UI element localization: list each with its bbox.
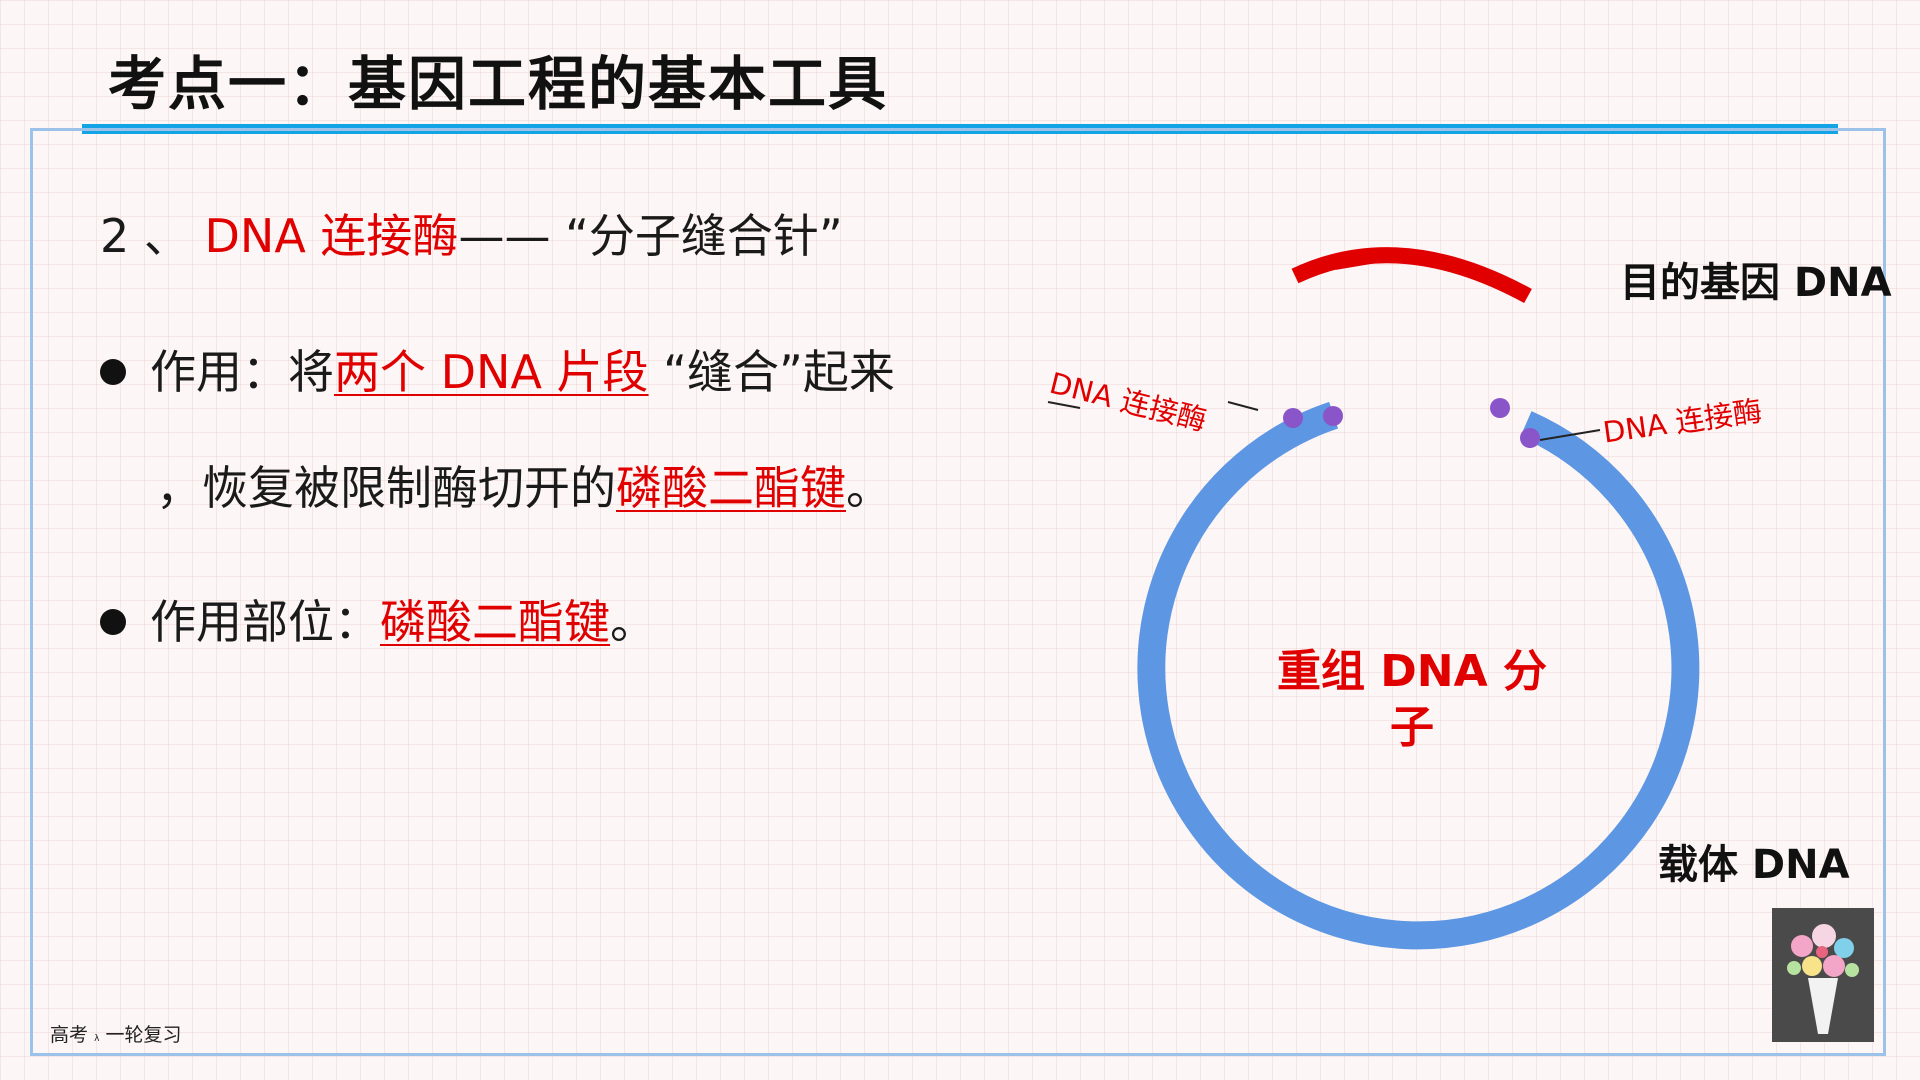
section-number: 2 、 <box>100 209 190 263</box>
ligase-right-pointer-line <box>1539 429 1601 441</box>
page-title: 考点一：基因工程的基本工具 <box>108 50 889 118</box>
target-gene-dna-overhang <box>1334 249 1401 270</box>
site-label: 作用部位： <box>150 595 380 649</box>
ligase-left-pointer-line <box>1227 401 1259 411</box>
function-label: 作用：将 <box>150 345 334 399</box>
enzyme-nickname: “分子缝合针” <box>565 209 843 263</box>
enzyme-term: DNA 连接酶 <box>204 209 459 263</box>
vector-dna-ring <box>1137 401 1700 950</box>
ligase-enzyme-icon <box>1283 408 1303 428</box>
target-gene-dna-strand <box>1291 247 1532 304</box>
ligase-enzyme-icon <box>1520 428 1540 448</box>
vector-dna-label: 载体 DNA <box>1658 842 1850 888</box>
bullet-function: 作用：将两个 DNA 片段 “缝合”起来 <box>100 342 895 402</box>
ligase-enzyme-icon <box>1323 406 1343 426</box>
flower-bouquet-icon <box>1787 924 1859 1034</box>
recombinant-label-line2: 子 <box>1390 702 1434 753</box>
footer-suffix: 一轮复习 <box>105 1024 182 1046</box>
heading-dash: —— <box>458 209 551 263</box>
content-frame <box>30 128 1886 1056</box>
flower-bouquet-image <box>1772 908 1874 1042</box>
function-end: 。 <box>846 461 892 515</box>
function-highlight-fragments: 两个 DNA 片段 <box>334 345 649 399</box>
bullet-dot-icon <box>100 358 126 385</box>
function-line2-prefix: ，恢复被限制酶切开的 <box>156 461 616 515</box>
bullet-function-line2: ，恢复被限制酶切开的磷酸二酯键。 <box>156 458 892 518</box>
function-highlight-bond: 磷酸二酯键 <box>616 461 846 515</box>
footer-label: 高考 λ 一轮复习 <box>50 1020 181 1047</box>
section-heading: 2 、 DNA 连接酶—— “分子缝合针” <box>100 206 843 266</box>
footer-prefix: 高考 <box>50 1024 89 1046</box>
bullet-dot-icon <box>100 608 126 635</box>
ligase-left-lead-line <box>1047 401 1081 409</box>
footer-small-mark: λ <box>94 1034 100 1044</box>
target-gene-label: 目的基因 DNA <box>1620 260 1892 306</box>
function-quote: “缝合”起来 <box>663 345 895 399</box>
site-end: 。 <box>610 595 656 649</box>
recombinant-label-line1: 重组 DNA 分 <box>1276 646 1548 697</box>
site-highlight-bond: 磷酸二酯键 <box>380 595 610 649</box>
bullet-site: 作用部位：磷酸二酯键。 <box>100 592 656 652</box>
ligase-enzyme-icon <box>1490 398 1510 418</box>
recombinant-dna-label: 重组 DNA 分 子 <box>1262 644 1562 756</box>
